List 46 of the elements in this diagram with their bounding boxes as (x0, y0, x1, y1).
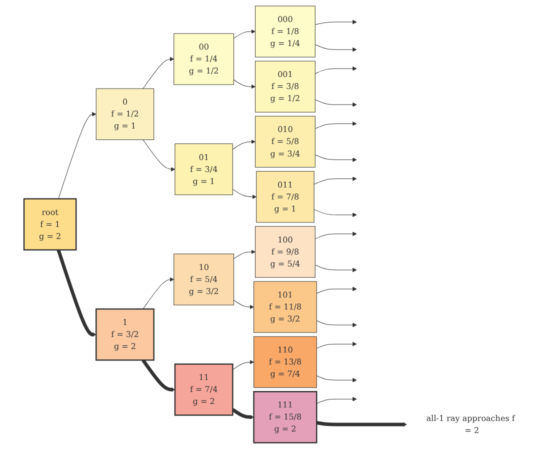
node-box: 10 f = 5/4 g = 3/2 (173, 254, 234, 306)
arrow (232, 188, 256, 200)
arrow (142, 139, 175, 172)
arrow (231, 408, 254, 420)
arrow (316, 286, 356, 294)
arrow (58, 112, 96, 200)
arrow (316, 342, 356, 349)
node-box: 001 f = 3/8 g = 1/2 (254, 60, 315, 112)
arrow (232, 140, 255, 150)
arrow (314, 20, 356, 25)
node-box: 110 f = 13/8 g = 7/4 (253, 336, 316, 388)
arrow (232, 360, 254, 370)
arrow (314, 44, 356, 52)
arrow (314, 264, 356, 272)
node-box: root f = 1 g = 2 (22, 198, 76, 251)
arrow (142, 277, 174, 310)
arrow (313, 209, 356, 218)
node-box: 101 f = 11/8 g = 3/2 (253, 281, 316, 333)
node-box: 0 f = 1/2 g = 1 (95, 88, 154, 140)
arrow (314, 66, 356, 74)
node-box: 01 f = 3/4 g = 1 (174, 143, 232, 196)
arrow (233, 250, 255, 260)
arrow (314, 232, 356, 240)
arrow (316, 320, 356, 328)
arrow (316, 396, 356, 404)
arrow (233, 29, 255, 39)
node-box: 00 f = 1/4 g = 1/2 (173, 33, 234, 85)
arrow (314, 122, 356, 129)
arrow (233, 300, 254, 310)
arrow (56, 249, 96, 337)
arrow (313, 176, 356, 184)
node-box: 000 f = 1/8 g = 1/4 (254, 6, 315, 58)
node-box: 100 f = 9/8 g = 5/4 (254, 226, 315, 278)
node-box: 010 f = 5/8 g = 3/4 (254, 116, 315, 168)
arrow (142, 56, 174, 89)
arrow (141, 359, 175, 392)
arrow (314, 99, 356, 107)
node-box: 11 f = 7/4 g = 2 (174, 363, 233, 416)
arrow (314, 154, 356, 162)
arrow (316, 420, 406, 427)
arrow (316, 376, 356, 382)
arrow (233, 79, 255, 89)
node-box: 111 f = 15/8 g = 2 (252, 391, 317, 444)
node-text: all-1 ray approaches f = 2 (426, 413, 514, 435)
node-box: 1 f = 3/2 g = 2 (95, 308, 154, 361)
node-box: 011 f = 7/8 g = 1 (256, 171, 314, 223)
